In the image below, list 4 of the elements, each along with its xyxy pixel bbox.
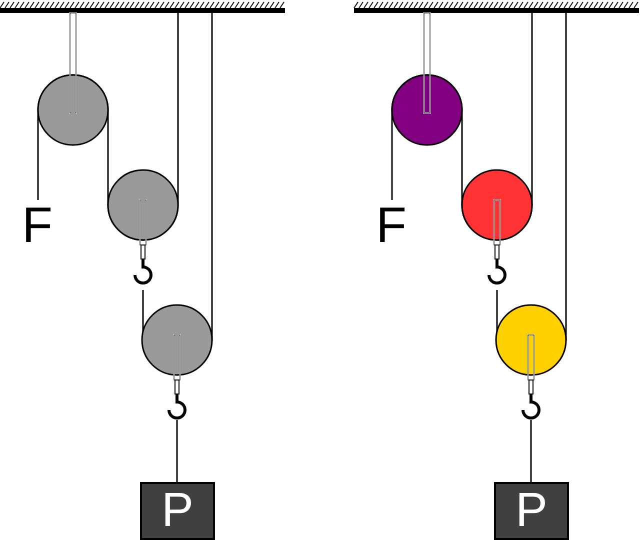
load-block: P <box>494 482 569 540</box>
force-label: F <box>376 200 407 250</box>
load-block: P <box>140 482 215 540</box>
force-label: F <box>22 200 53 250</box>
